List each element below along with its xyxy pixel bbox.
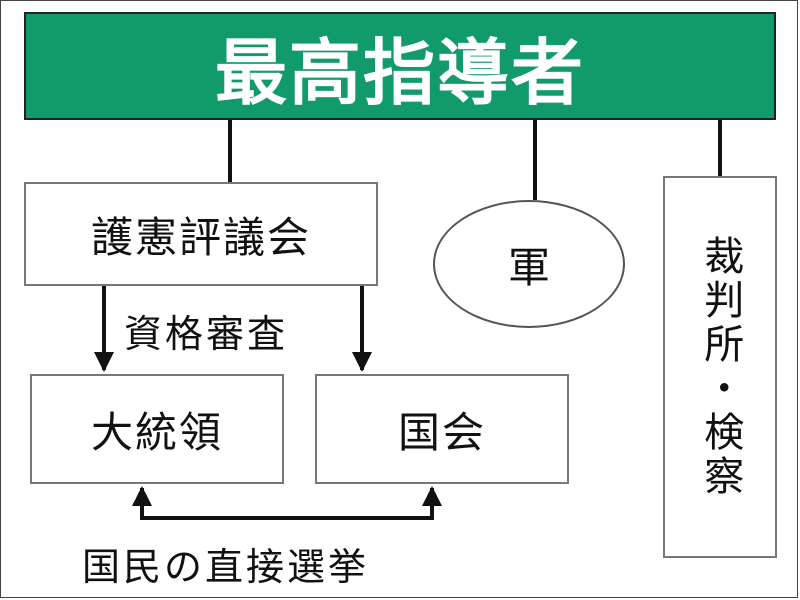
direct-election-label: 国民の直接選挙 [82,545,370,589]
guardian-council-label: 護憲評議会 [90,212,311,262]
qualification-review-label: 資格審査 [124,312,289,356]
president-box: 大統領 [30,374,284,484]
military-label: 軍 [507,242,550,292]
parliament-label: 国会 [397,407,486,457]
parliament-box: 国会 [315,374,569,484]
judiciary-box: 裁判所・検察 [663,176,777,558]
guardian-council-box: 護憲評議会 [24,182,378,286]
supreme-leader-label: 最高指導者 [214,30,585,115]
judiciary-label: 裁判所・検察 [697,235,744,499]
election-arrow [132,486,442,520]
military-ellipse: 軍 [433,200,625,328]
supreme-leader-box: 最高指導者 [24,12,776,120]
president-label: 大統領 [90,407,223,457]
